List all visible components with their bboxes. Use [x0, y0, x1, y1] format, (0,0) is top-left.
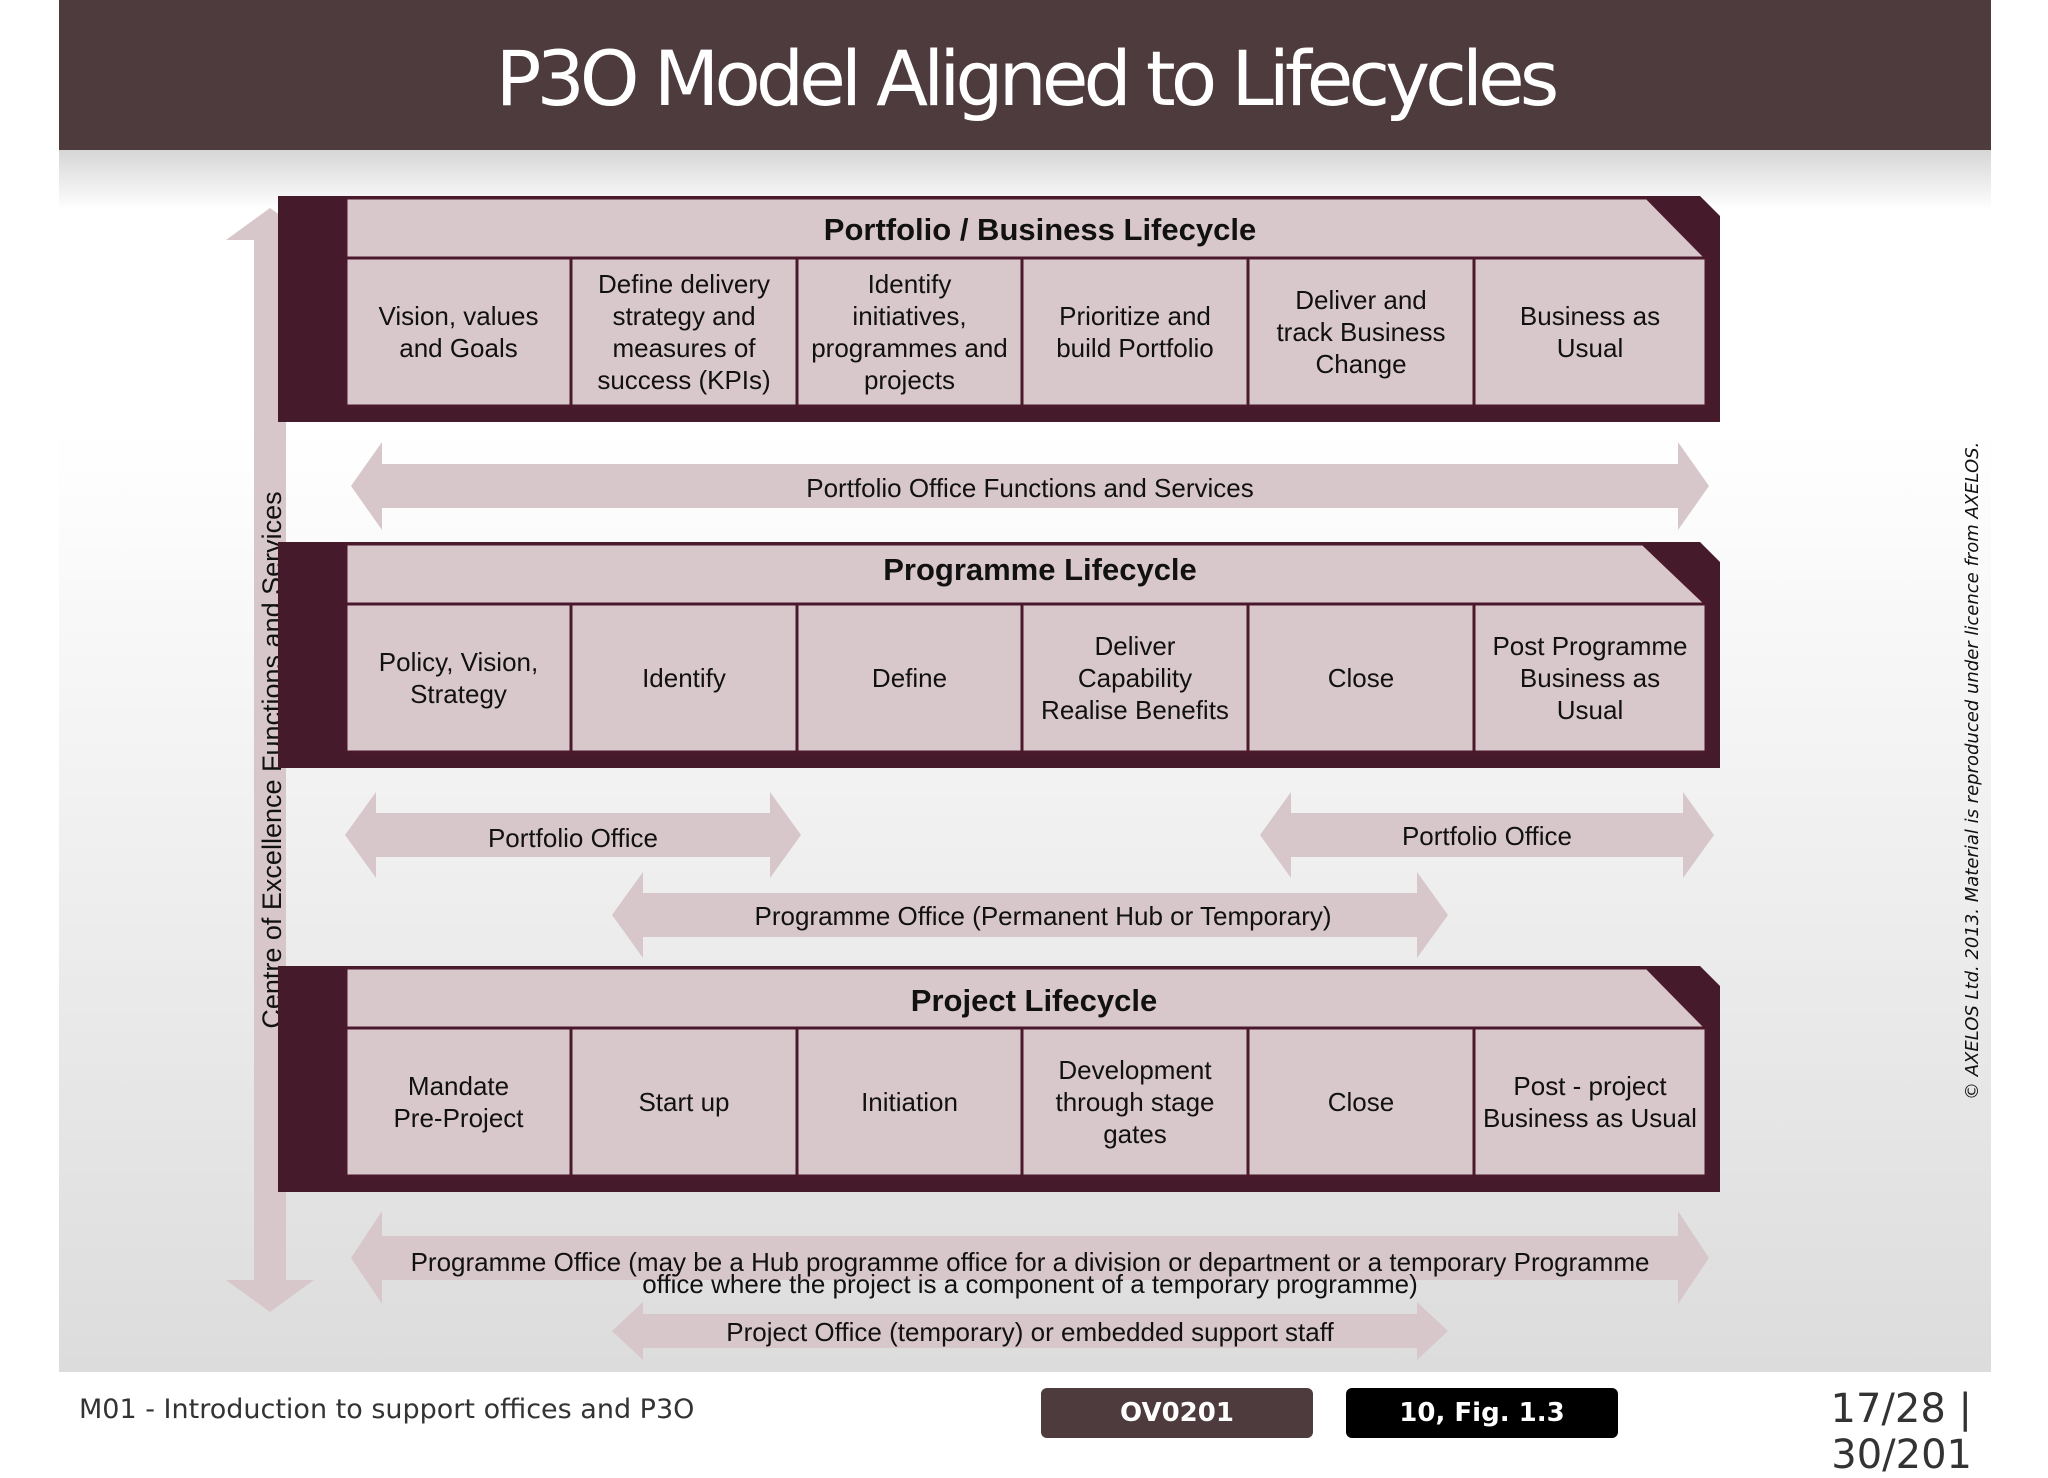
programme-cell-6-line-1: Post Programme — [1492, 631, 1687, 661]
programme-office-arrow — [612, 872, 1448, 958]
copyright-notice: © AXELOS Ltd. 2013. Material is reproduc… — [1962, 441, 1983, 1100]
centre-of-excellence-arrow — [226, 208, 314, 1312]
programme-cell-4 — [1020, 602, 1250, 754]
portfolio-cell-1-line-1: Vision, values — [379, 301, 539, 331]
portfolio-cell-5-line-1: Deliver and — [1295, 285, 1427, 315]
project-cell-6 — [1472, 1026, 1708, 1178]
project-cell-1-line-2: Pre-Project — [393, 1103, 524, 1133]
portfolio-cell-3-line-3: programmes and — [811, 333, 1008, 363]
project-cell-2-line-1: Start up — [638, 1087, 729, 1117]
portfolio-cell-2-line-1: Define delivery — [598, 269, 770, 299]
portfolio-cell-6 — [1472, 256, 1708, 408]
programme-office-hub-arrow — [351, 1211, 1709, 1304]
portfolio-cell-4-line-2: build Portfolio — [1056, 333, 1214, 363]
project-cell-5 — [1246, 1026, 1476, 1178]
project-office-arrow — [612, 1302, 1448, 1360]
programme-cell-4-line-1: Deliver — [1095, 631, 1176, 661]
programme-lifecycle: Programme Lifecycle Policy, Vision,Strat… — [278, 542, 1720, 768]
page-title: P3O Model Aligned to Lifecycles — [495, 34, 1560, 123]
portfolio-office-right-label: Portfolio Office — [1402, 821, 1572, 851]
footer-page-number: 17/28 | 30/201 — [1830, 1386, 1972, 1478]
portfolio-cell-2-line-2: strategy and — [612, 301, 755, 331]
programme-cell-3-line-1: Define — [872, 663, 947, 693]
lifecycle-diagram: Centre of Excellence Functions and Servi… — [226, 196, 1720, 1360]
programme-cell-3 — [795, 602, 1024, 754]
programme-cell-1 — [344, 602, 573, 754]
portfolio-cell-4 — [1020, 256, 1250, 408]
portfolio-cell-5-line-2: track Business — [1276, 317, 1445, 347]
programme-cell-5-line-1: Close — [1328, 663, 1394, 693]
footer-code-badge: OV0201 — [1041, 1388, 1313, 1438]
project-office-label: Project Office (temporary) or embedded s… — [726, 1317, 1334, 1347]
portfolio-office-functions-label: Portfolio Office Functions and Services — [806, 473, 1254, 503]
portfolio-cell-4-line-1: Prioritize and — [1059, 301, 1211, 331]
programme-cell-1-line-1: Policy, Vision, — [379, 647, 538, 677]
programme-cell-5 — [1246, 602, 1476, 754]
portfolio-cell-3-line-4: projects — [864, 365, 955, 395]
programme-cell-4-line-3: Realise Benefits — [1041, 695, 1229, 725]
programme-cell-6-line-3: Usual — [1557, 695, 1623, 725]
footer-module: M01 - Introduction to support offices an… — [79, 1394, 695, 1425]
project-cell-4-line-2: through stage — [1055, 1087, 1214, 1117]
programme-office-label: Programme Office (Permanent Hub or Tempo… — [754, 901, 1331, 931]
programme-cell-6-line-2: Business as — [1520, 663, 1660, 693]
portfolio-cell-1-line-2: and Goals — [399, 333, 518, 363]
portfolio-cell-2-line-3: measures of — [612, 333, 756, 363]
portfolio-cell-3-line-2: initiatives, — [852, 301, 966, 331]
portfolio-office-right-arrow — [1260, 792, 1714, 878]
project-cell-4-line-3: gates — [1103, 1119, 1167, 1149]
portfolio-cell-6-line-1: Business as — [1520, 301, 1660, 331]
portfolio-cell-2-line-4: success (KPIs) — [597, 365, 770, 395]
programme-title: Programme Lifecycle — [883, 552, 1197, 587]
portfolio-office-functions-arrow — [351, 442, 1709, 530]
project-cell-6-line-2: Business as Usual — [1483, 1103, 1697, 1133]
programme-cell-1-line-2: Strategy — [410, 679, 507, 709]
project-cell-4 — [1020, 1026, 1250, 1178]
project-cell-3-line-1: Initiation — [861, 1087, 958, 1117]
project-cell-4-line-1: Development — [1058, 1055, 1212, 1085]
portfolio-cell-6-line-2: Usual — [1557, 333, 1623, 363]
project-cell-1 — [344, 1026, 573, 1178]
portfolio-cell-3-line-1: Identify — [868, 269, 952, 299]
programme-office-hub-label-line1: Programme Office (may be a Hub programme… — [411, 1247, 1650, 1277]
footer-reference-badge: 10, Fig. 1.3 — [1346, 1388, 1618, 1438]
header-bar: P3O Model Aligned to Lifecycles — [59, 0, 1991, 150]
portfolio-cell-5-line-3: Change — [1315, 349, 1406, 379]
portfolio-office-left-arrow — [345, 792, 801, 878]
portfolio-lifecycle: Portfolio / Business Lifecycle Vision, v… — [278, 196, 1720, 422]
programme-cell-2-line-1: Identify — [642, 663, 726, 693]
portfolio-cell-1 — [344, 256, 573, 408]
project-cell-1-line-1: Mandate — [408, 1071, 509, 1101]
programme-cell-2 — [569, 602, 799, 754]
project-title: Project Lifecycle — [911, 983, 1157, 1018]
project-cell-5-line-1: Close — [1328, 1087, 1394, 1117]
programme-cell-6 — [1472, 602, 1708, 754]
portfolio-office-left-label: Portfolio Office — [488, 823, 658, 853]
programme-cells: Policy, Vision,Strategy Identify Define Del… — [344, 602, 1708, 754]
programme-office-hub-label-line2: office where the project is a component … — [642, 1269, 1418, 1299]
project-cell-6-line-1: Post - project — [1513, 1071, 1667, 1101]
programme-cell-4-line-2: Capability — [1078, 663, 1192, 693]
portfolio-title: Portfolio / Business Lifecycle — [824, 212, 1256, 247]
